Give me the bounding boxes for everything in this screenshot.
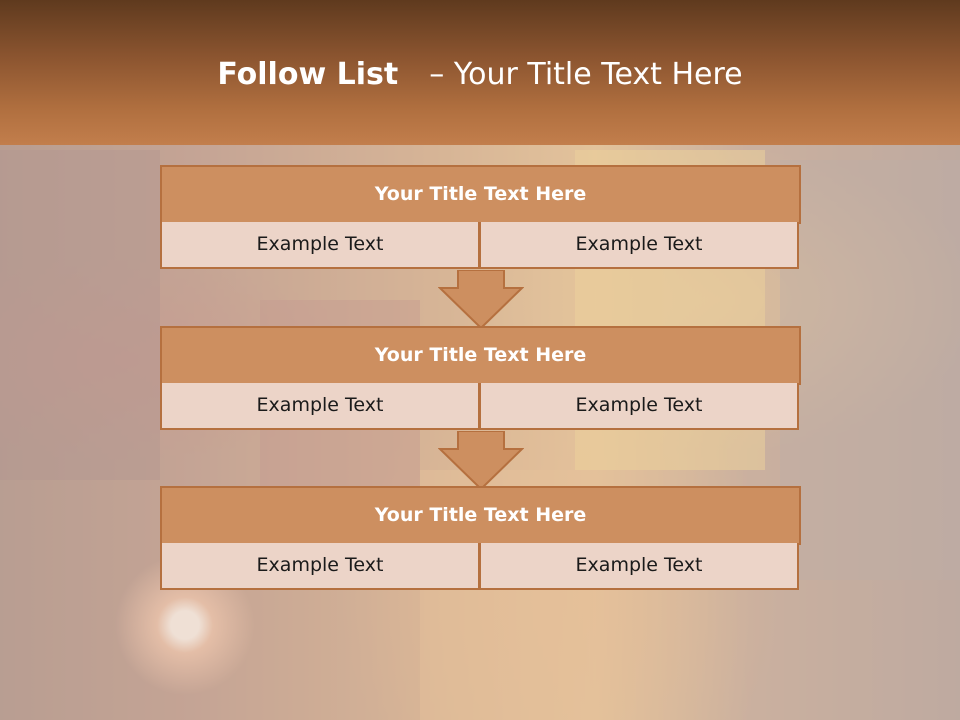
card-cell-right: Example Text <box>479 383 799 430</box>
list-card-1: Your Title Text Here Example Text Exampl… <box>160 165 801 271</box>
slide-title: Follow List – Your Title Text Here <box>0 52 960 98</box>
card-title: Your Title Text Here <box>160 486 801 545</box>
title-bar: Follow List – Your Title Text Here <box>0 0 960 145</box>
card-title: Your Title Text Here <box>160 165 801 224</box>
slide-title-rest: – Your Title Text Here <box>429 57 743 92</box>
list-card-3: Your Title Text Here Example Text Exampl… <box>160 486 801 592</box>
list-card-2: Your Title Text Here Example Text Exampl… <box>160 326 801 432</box>
card-cell-right: Example Text <box>479 222 799 269</box>
card-title: Your Title Text Here <box>160 326 801 385</box>
card-cell-right: Example Text <box>479 543 799 590</box>
card-cell-left: Example Text <box>160 222 480 269</box>
down-arrow-icon <box>438 270 524 330</box>
down-arrow-icon <box>438 431 524 491</box>
slide-title-bold: Follow List <box>217 57 399 92</box>
card-cell-left: Example Text <box>160 543 480 590</box>
card-cell-left: Example Text <box>160 383 480 430</box>
